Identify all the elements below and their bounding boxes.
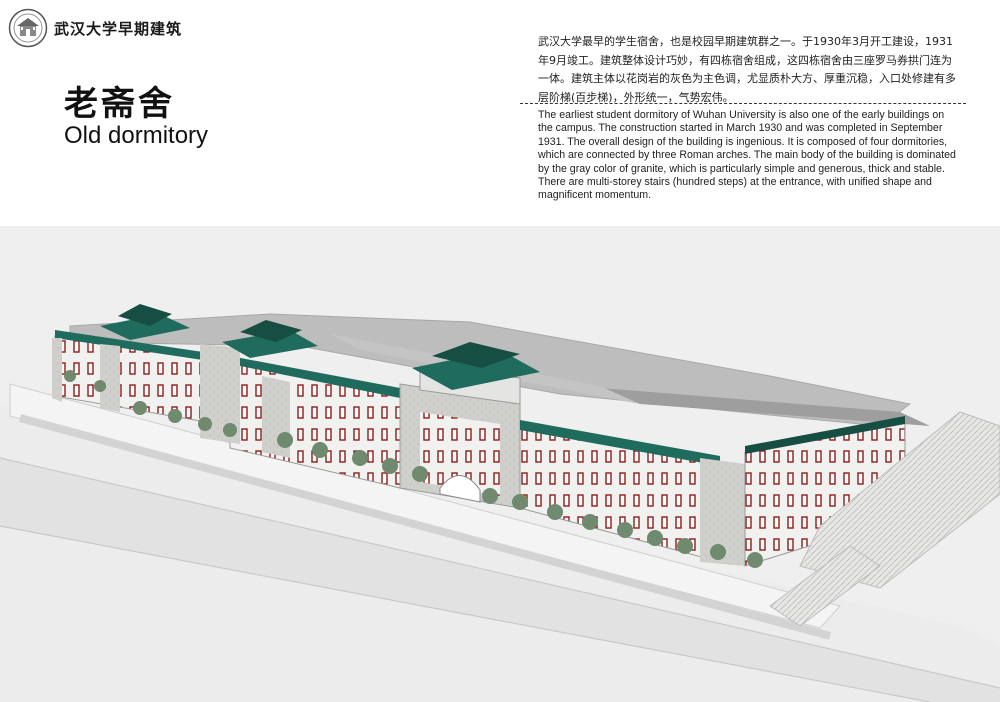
- hundred-steps-stairs: [799, 411, 1000, 589]
- description-chinese: 武汉大学最早的学生宿舍，也是校园早期建筑群之一。于1930年3月开工建设，193…: [538, 35, 956, 104]
- dashed-divider: [520, 103, 966, 104]
- terrace: [9, 383, 841, 629]
- university-seal-icon: [8, 8, 48, 48]
- road: [0, 458, 1000, 702]
- header: 武汉大学早期建筑 老斋舍 Old dormitory 武汉大学最早的学生宿舍，也…: [0, 0, 1000, 226]
- page-title-english: Old dormitory: [64, 122, 209, 149]
- pagoda-roof-left: [100, 304, 190, 340]
- building-rendering: [0, 226, 1000, 702]
- pagoda-roof-right: [412, 342, 540, 390]
- description-english: The earliest student dormitory of Wuhan …: [538, 109, 956, 202]
- pagoda-roof-middle: [222, 320, 318, 358]
- dormitory-illustration: [0, 304, 1000, 702]
- logo-text: 武汉大学早期建筑: [54, 19, 183, 38]
- page-title-chinese: 老斋舍: [64, 84, 175, 124]
- trees: [64, 370, 763, 568]
- logo: 武汉大学早期建筑: [8, 6, 182, 50]
